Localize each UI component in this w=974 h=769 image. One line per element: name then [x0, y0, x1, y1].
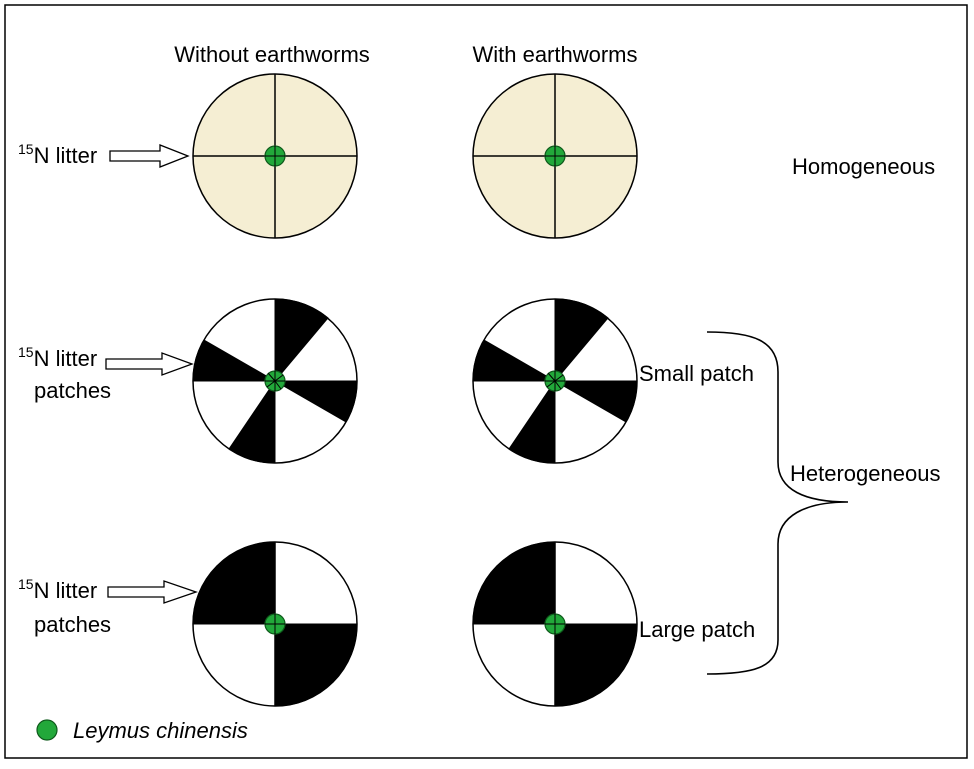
label-homogeneous: Homogeneous — [792, 154, 935, 179]
arrow-right-icon — [109, 144, 190, 168]
pot-large-patch-without-earthworms — [192, 541, 358, 707]
label-15n-litter-row1: 15N litter — [18, 141, 97, 168]
label-heterogeneous: Heterogeneous — [790, 461, 940, 486]
arrow-right-icon — [107, 580, 198, 604]
label-patches-row2: patches — [34, 378, 111, 403]
column-header-without-earthworms: Without earthworms — [174, 42, 370, 67]
label-small-patch: Small patch — [639, 361, 754, 386]
arrow-right-icon — [105, 352, 194, 376]
legend: Leymus chinensis — [36, 718, 248, 743]
legend-label-leymus-chinensis: Leymus chinensis — [73, 718, 248, 743]
label-large-patch: Large patch — [639, 617, 755, 642]
pot-large-patch-with-earthworms — [472, 541, 638, 707]
column-header-with-earthworms: With earthworms — [472, 42, 637, 67]
pot-small-patch-without-earthworms — [192, 298, 358, 464]
pot-homogeneous-without-earthworms — [192, 73, 358, 239]
pot-small-patch-with-earthworms — [472, 298, 638, 464]
label-15n-litter-row3: 15N litter — [18, 576, 97, 603]
pot-homogeneous-with-earthworms — [472, 73, 638, 239]
leymus-legend-icon — [36, 719, 58, 741]
label-patches-row3: patches — [34, 612, 111, 637]
label-15n-litter-row2: 15N litter — [18, 344, 97, 371]
curly-brace-icon — [706, 331, 849, 675]
